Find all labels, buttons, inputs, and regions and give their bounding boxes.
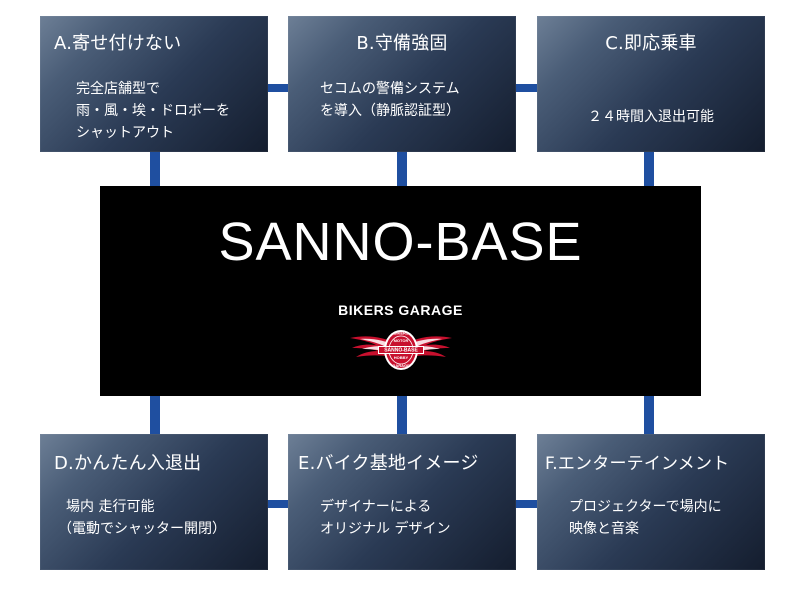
- main-brand-box: SANNO-BASE BIKERS GARAGE BIKERS MOTOR SA…: [100, 186, 701, 396]
- connector-a-b: [262, 84, 294, 92]
- feature-card-line: を導入（静脈認証型）: [320, 103, 460, 119]
- feature-card-line: プロジェクターで場内に: [569, 499, 722, 515]
- main-title: SANNO-BASE: [218, 212, 583, 272]
- feature-card-title: C.即応乗車: [605, 33, 697, 54]
- feature-card-f: F.エンターテインメント プロジェクターで場内に 映像と音楽: [537, 434, 765, 570]
- emblem-top-text: BIKERS: [393, 331, 408, 336]
- connector-e-f: [514, 500, 546, 508]
- feature-card-body: プロジェクターで場内に 映像と音楽: [569, 496, 759, 540]
- emblem-bottom-text: GARAGE: [392, 363, 410, 368]
- emblem-center-text: SANNO-BASE: [384, 348, 418, 354]
- emblem-lower-text: HOBBY: [394, 355, 409, 360]
- feature-card-d: D.かんたん入退出 場内 走行可能 （電動でシャッター開閉）: [40, 434, 268, 570]
- feature-card-b: B.守備強固 セコムの警備システム を導入（静脈認証型）: [288, 16, 516, 152]
- feature-card-line: （電動でシャッター開閉）: [58, 521, 226, 537]
- feature-card-title: D.かんたん入退出: [54, 453, 202, 474]
- feature-card-title: F.エンターテインメント: [545, 454, 730, 474]
- feature-card-title: A.寄せ付けない: [54, 33, 182, 54]
- feature-card-c: C.即応乗車 ２４時間入退出可能: [537, 16, 765, 152]
- connector-d-e: [262, 500, 294, 508]
- feature-card-body: ２４時間入退出可能: [537, 106, 765, 128]
- connector-e-main: [397, 392, 407, 436]
- feature-card-line: ２４時間入退出可能: [588, 109, 714, 125]
- feature-card-line: セコムの警備システム: [320, 81, 460, 97]
- winged-logo-icon: BIKERS MOTOR SANNO-BASE HOBBY GARAGE: [350, 330, 452, 370]
- feature-card-line: 場内 走行可能: [66, 499, 155, 515]
- feature-card-line: 完全店舗型で: [76, 81, 160, 97]
- feature-card-title: B.守備強固: [356, 33, 448, 54]
- feature-card-title: E.バイク基地イメージ: [298, 453, 479, 474]
- connector-a-main: [150, 150, 160, 190]
- emblem-arc-text: MOTOR: [394, 338, 409, 343]
- feature-card-line: 映像と音楽: [569, 521, 639, 537]
- feature-card-line: オリジナル デザイン: [320, 521, 451, 537]
- feature-card-body: デザイナーによる オリジナル デザイン: [320, 496, 510, 540]
- connector-c-main: [644, 150, 654, 190]
- feature-card-a: A.寄せ付けない 完全店舗型で 雨・風・埃・ドロボーを シャットアウト: [40, 16, 268, 152]
- feature-card-body: 完全店舗型で 雨・風・埃・ドロボーを シャットアウト: [76, 78, 262, 144]
- feature-card-line: 雨・風・埃・ドロボーを: [76, 103, 230, 119]
- feature-card-line: シャットアウト: [76, 125, 174, 141]
- feature-card-line: デザイナーによる: [320, 499, 432, 515]
- feature-card-body: 場内 走行可能 （電動でシャッター開閉）: [58, 496, 262, 540]
- feature-card-e: E.バイク基地イメージ デザイナーによる オリジナル デザイン: [288, 434, 516, 570]
- main-subtitle: BIKERS GARAGE: [338, 302, 463, 318]
- connector-d-main: [150, 392, 160, 436]
- feature-card-body: セコムの警備システム を導入（静脈認証型）: [320, 78, 510, 122]
- connector-f-main: [644, 392, 654, 436]
- connector-b-main: [397, 150, 407, 190]
- connector-b-c: [514, 84, 546, 92]
